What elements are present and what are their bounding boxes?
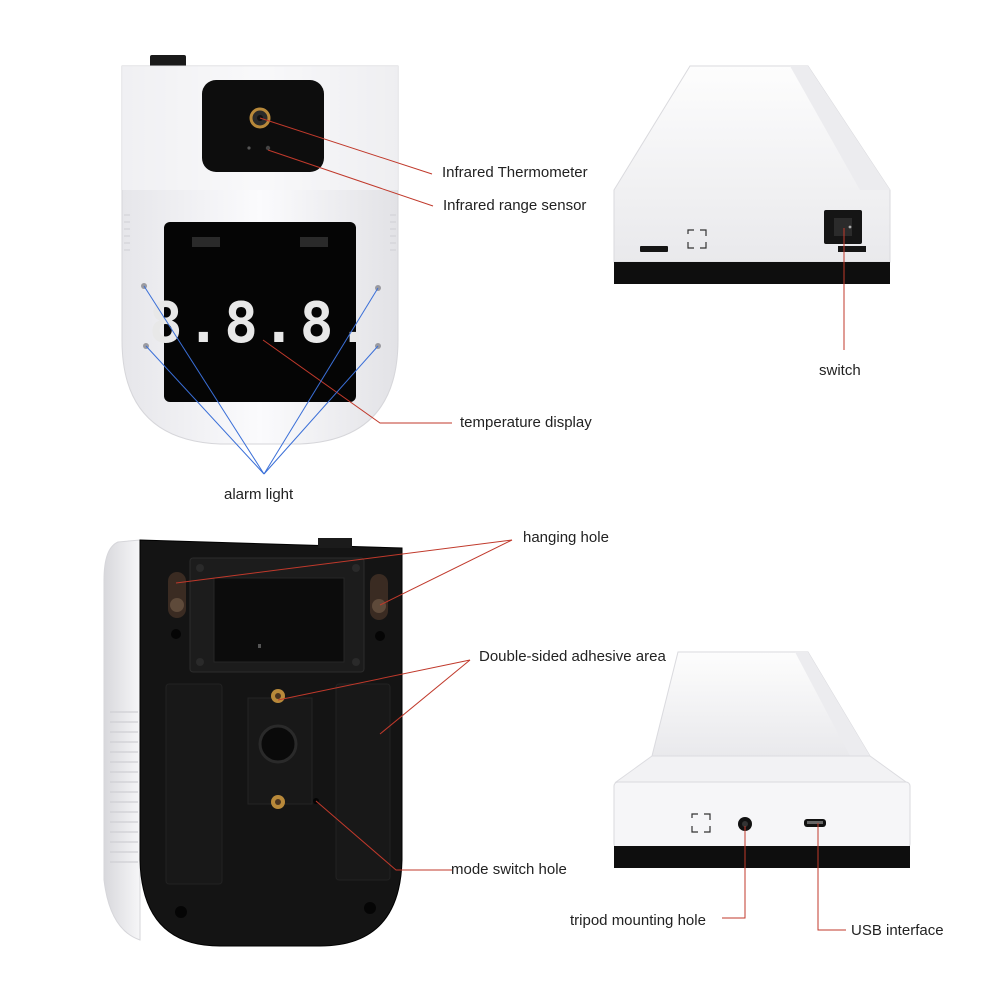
leader-lines-blue <box>143 285 379 475</box>
range-sensor-dot-a <box>247 146 251 150</box>
bottom-view-base <box>613 781 911 849</box>
label-tripod-mounting-hole: tripod mounting hole <box>570 912 706 929</box>
top-view-slot <box>640 246 668 252</box>
adhesive-area-right <box>335 683 391 881</box>
label-adhesive-area: Double-sided adhesive area <box>479 648 666 665</box>
label-infrared-thermometer: Infrared Thermometer <box>442 164 588 181</box>
top-view-black-base <box>614 262 890 284</box>
device-top-view <box>613 65 891 284</box>
label-switch: switch <box>819 362 861 379</box>
infrared-range-sensor <box>265 145 271 151</box>
temperature-digits: 8.8.8. <box>149 291 375 356</box>
hanging-hole-right <box>370 574 388 620</box>
device-front-view: 8.8.8. <box>121 55 399 445</box>
display-panel <box>164 222 356 402</box>
label-mode-switch-hole: mode switch hole <box>451 861 567 878</box>
device-back-view <box>103 538 403 947</box>
back-view-side <box>103 539 141 941</box>
label-temperature-display: temperature display <box>460 414 592 431</box>
device-bottom-view <box>613 651 911 868</box>
leader-lines-red <box>175 117 846 931</box>
adhesive-area-left <box>165 683 223 885</box>
bottom-view-reset-marker <box>691 813 711 833</box>
battery-cover <box>213 577 345 663</box>
label-alarm-light: alarm light <box>224 486 294 503</box>
front-side-ridges <box>124 214 396 251</box>
tripod-mount-back <box>258 724 298 764</box>
label-usb-interface: USB interface <box>851 922 944 939</box>
label-infrared-range-sensor: Infrared range sensor <box>443 197 587 214</box>
speaker-grilles <box>192 237 328 247</box>
bottom-view-black-strip <box>614 846 910 868</box>
back-side-ridges <box>110 711 138 863</box>
label-hanging-hole: hanging hole <box>523 529 609 546</box>
top-view-reset-marker <box>687 229 707 249</box>
